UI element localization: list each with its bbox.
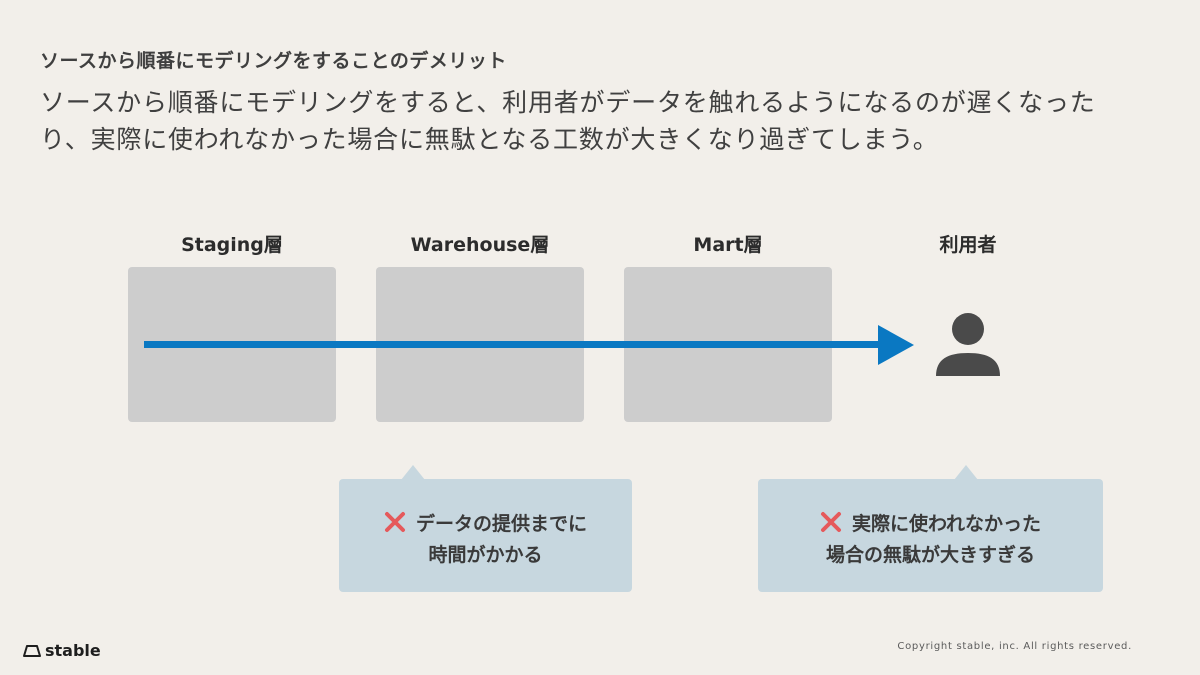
callout-waste: 実際に使われなかった 場合の無駄が大きすぎる xyxy=(758,465,1103,592)
callout-delay: データの提供までに 時間がかかる xyxy=(339,465,632,592)
user-icon xyxy=(936,313,1000,376)
callout-tail xyxy=(954,465,978,480)
user-label: 利用者 xyxy=(939,234,997,256)
callout-line: データの提供までに xyxy=(339,509,632,540)
stable-logo-icon xyxy=(23,645,41,657)
callout-text-line2: 時間がかかる xyxy=(428,544,543,566)
callout-line: 実際に使われなかった xyxy=(758,509,1103,540)
callout-text-line2: 場合の無駄が大きすぎる xyxy=(825,544,1035,566)
slide-heading: ソースから順番にモデリングをすると、利用者がデータを触れるようになるのが遅くなっ… xyxy=(40,88,1096,154)
slide-subtitle: ソースから順番にモデリングをすることのデメリット xyxy=(40,50,507,72)
copyright: Copyright stable, inc. All rights reserv… xyxy=(897,641,1132,652)
layer-label-warehouse: Warehouse層 xyxy=(410,234,550,256)
layer-label-staging: Staging層 xyxy=(181,234,283,256)
callout-text-line1: データの提供までに xyxy=(415,513,587,535)
flow-arrow-line xyxy=(144,341,884,348)
stable-logo: stable xyxy=(22,641,101,660)
callout-text-line1: 実際に使われなかった xyxy=(851,513,1042,535)
flow-arrow-head xyxy=(878,325,914,365)
cross-mark-icon xyxy=(820,512,841,532)
cross-mark-icon xyxy=(384,512,405,532)
logo-text: stable xyxy=(45,641,101,660)
callout-tail xyxy=(401,465,425,480)
layer-label-mart: Mart層 xyxy=(693,234,763,256)
